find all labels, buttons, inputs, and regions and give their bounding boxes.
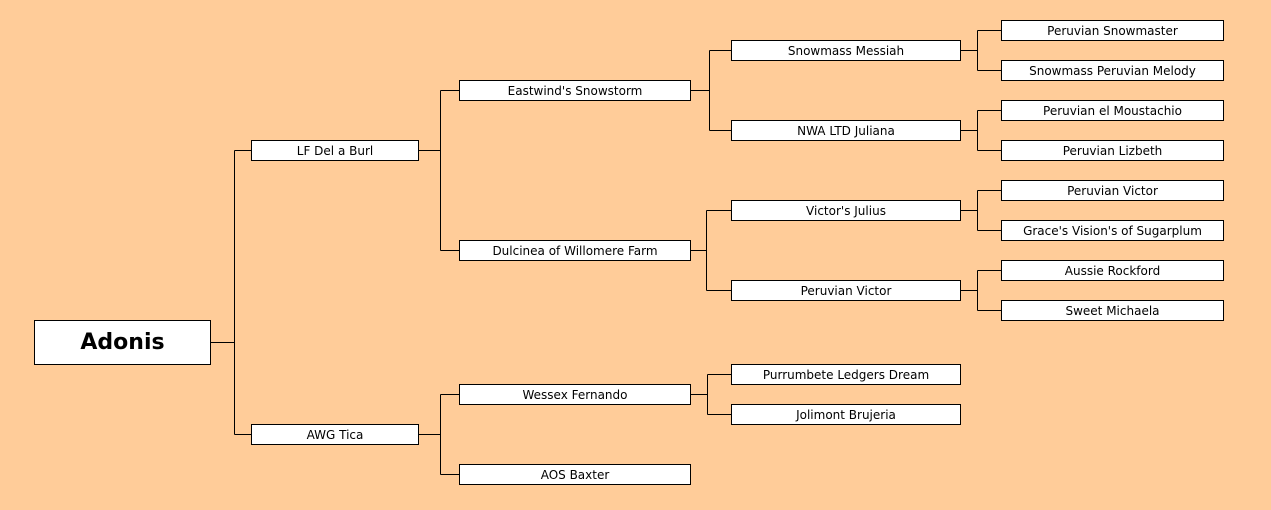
dam-sire-sire-box: Purrumbete Ledgers Dream — [731, 364, 961, 385]
sire-sire-box: Eastwind's Snowstorm — [459, 80, 691, 101]
sire-dam-sire-box: Victor's Julius — [731, 200, 961, 221]
sire-dam-dam-dam-box: Sweet Michaela — [1001, 300, 1224, 321]
dam-sire-box: Wessex Fernando — [459, 384, 691, 405]
sire-sire-sire-dam-box: Snowmass Peruvian Melody — [1001, 60, 1224, 81]
sire-sire-dam-box: NWA LTD Juliana — [731, 120, 961, 141]
sire-dam-sire-dam-box: Grace's Vision's of Sugarplum — [1001, 220, 1224, 241]
sire-box: LF Del a Burl — [251, 140, 419, 161]
sire-dam-dam-box: Peruvian Victor — [731, 280, 961, 301]
sire-dam-sire-sire-box: Peruvian Victor — [1001, 180, 1224, 201]
sire-sire-dam-dam-box: Peruvian Lizbeth — [1001, 140, 1224, 161]
sire-sire-sire-box: Snowmass Messiah — [731, 40, 961, 61]
sire-dam-box: Dulcinea of Willomere Farm — [459, 240, 691, 261]
sire-dam-dam-sire-box: Aussie Rockford — [1001, 260, 1224, 281]
sire-sire-sire-sire-box: Peruvian Snowmaster — [1001, 20, 1224, 41]
dam-box: AWG Tica — [251, 424, 419, 445]
dam-dam-box: AOS Baxter — [459, 464, 691, 485]
dam-sire-dam-box: Jolimont Brujeria — [731, 404, 961, 425]
sire-sire-dam-sire-box: Peruvian el Moustachio — [1001, 100, 1224, 121]
animal-name-box: Adonis — [34, 320, 211, 365]
